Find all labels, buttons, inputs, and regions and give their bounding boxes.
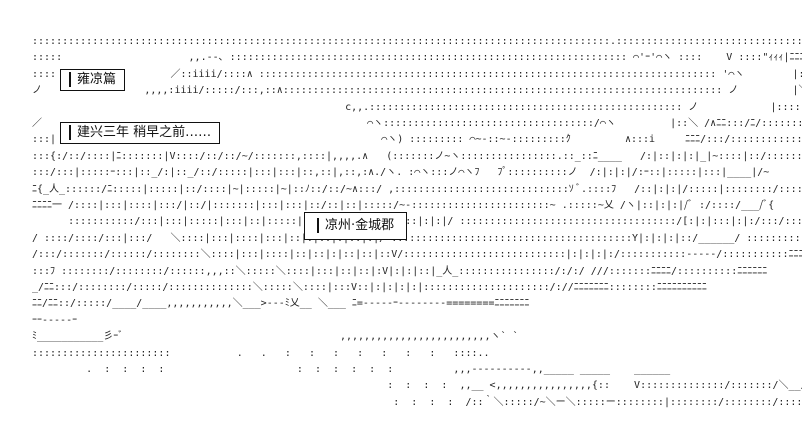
ascii-art-line: /:::/:::::::/::::::/::::::::＼::::|:::|::…	[32, 249, 802, 261]
era-text: 建兴三年 稍早之前……	[69, 125, 212, 140]
ascii-art-line: c,,.::::::::::::::::::::::::::::::::::::…	[345, 101, 802, 113]
ascii-art-line: :::{:/::/::::|ﾆ:::::::|V::::/::/::/~/:::…	[32, 150, 802, 162]
ascii-art-line: ::::::::::::::::::::::::::::::::::::::::…	[32, 36, 802, 47]
ascii-art-line: / ::::/::::/:::|:::/ ＼::::|:::|::::|:::|…	[32, 232, 802, 244]
ascii-art-line: :::ﾌ ::::::::/::::::::/::::::,,,::＼:::::…	[32, 265, 768, 277]
ascii-art-line: ／ ⌒ヽ:::::::::::::::::::::::::::::::::::/…	[32, 118, 802, 129]
ascii-art-line: ::::::::::::::::::::::: . . : : : : : : …	[32, 347, 737, 359]
ascii-art-line: ノ ,,,,:iiii/:::::/:::,::∧:::::::::::::::…	[32, 85, 802, 97]
ascii-art-line: :::| ⌒ヽ) ::::::::: ⌒~-::~-:::::::::ｸ ∧::…	[32, 134, 802, 146]
ascii-art-line: : : : : ,,__ <,,,,,,,,,,,,,,,,{:: V:::::…	[32, 380, 802, 392]
ascii-art-line: ::::: ,,.--､ :::::::::::::::::::::::::::…	[32, 52, 802, 64]
ascii-art-line: :::::::::::/:::|:::|:::::|:::|::|:::::|:…	[68, 216, 802, 228]
place-title: 雍凉篇	[69, 72, 117, 87]
era-caption: 建兴三年 稍早之前……	[60, 122, 221, 144]
ascii-art-line: ﾐ___________彡ｰﾞ ,,,,,,,,,,,,,,,,,,,,,,,,…	[32, 331, 519, 343]
ascii-art-line: . : : : : : : : : : : ,,,----------,,___…	[32, 364, 671, 375]
ascii-art-line: : : : : /::｀＼:::::/~＼ー＼:::::ー::::::::|::…	[393, 396, 802, 408]
ascii-art-line: _/ﾆﾆ:::/::::::::/:::::/::::::::::::::＼::…	[32, 282, 707, 293]
ascii-art-line: ﾆﾆ/ﾆﾆ::/:::::/____/____,,,,,,,,,,,＼___>-…	[32, 298, 530, 310]
place-title-caption: 雍凉篇	[60, 69, 126, 91]
ascii-art-line: :::: ／::iiii/::::∧ :::::::::::::::::::::…	[32, 68, 802, 80]
ascii-art-line: ｰｰ-----ｰ	[32, 314, 619, 326]
location-caption: 凉州·金城郡	[304, 212, 408, 240]
ascii-art-line: ﾆﾆﾆﾆ一 /::::|:::|::::|:::/|::/|:::::::|::…	[32, 200, 775, 211]
location-text: 凉州·金城郡	[317, 218, 395, 233]
ascii-art-line: :::/:::|:::::ｰ:::|::_/:|::_/::/:::::|:::…	[32, 167, 770, 179]
ascii-art-line: ﾆ{_人_::::::/ﾆ:::::|:::::|::/::::|~|:::::…	[32, 183, 802, 195]
